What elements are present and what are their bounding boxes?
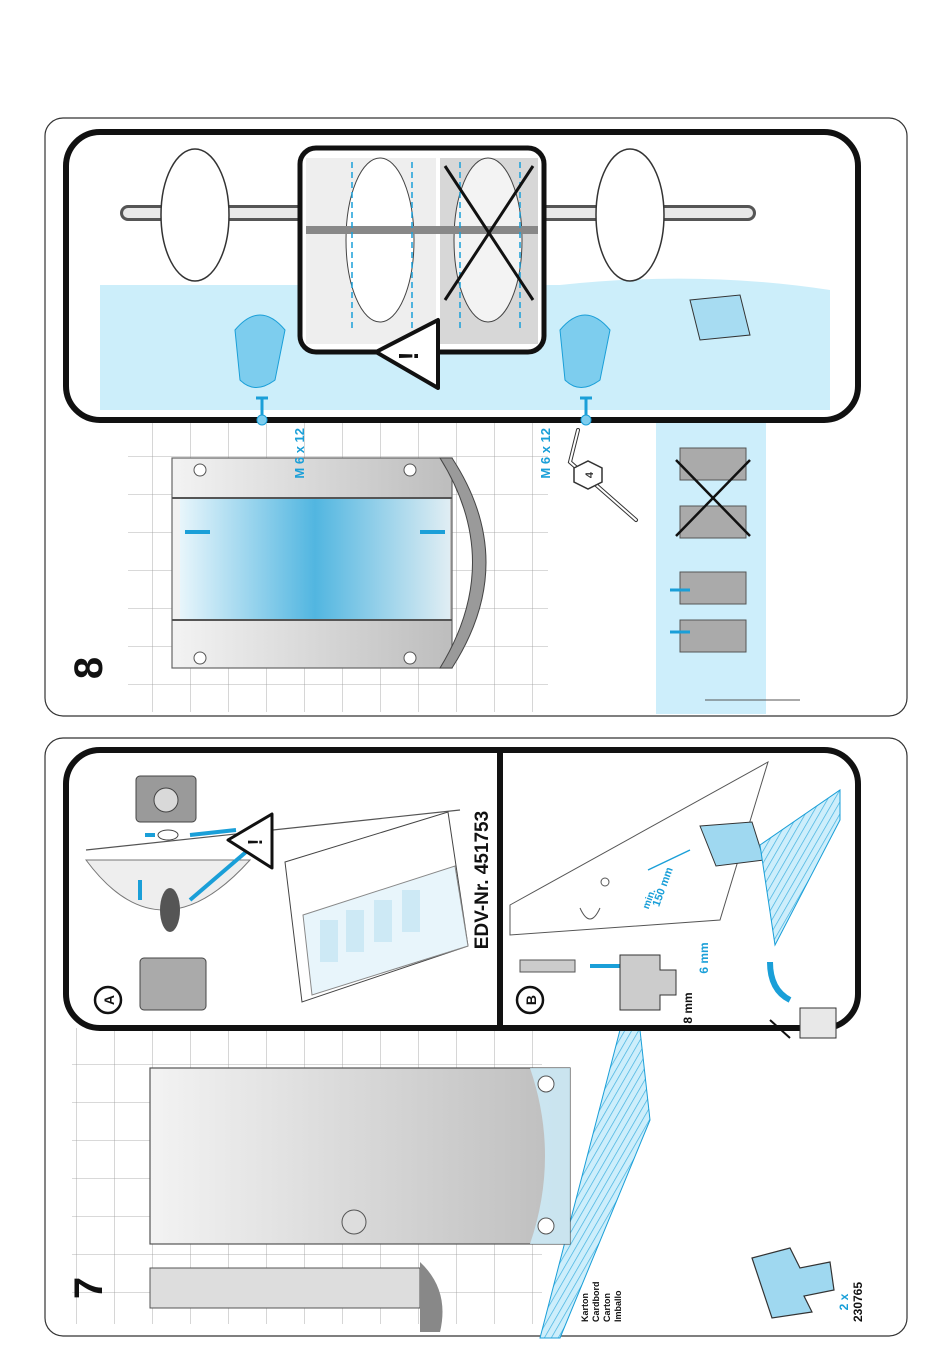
carton-label-en: Cardbord	[591, 1282, 601, 1323]
svg-text:4: 4	[584, 471, 596, 478]
step-8-inset-detail	[300, 148, 544, 352]
step-8-number: 8	[67, 657, 111, 679]
badge-a: A	[95, 987, 121, 1013]
svg-text:!: !	[245, 839, 267, 846]
clip-part-no: 230765	[851, 1282, 865, 1322]
dim-8mm: 8 mm	[681, 992, 695, 1023]
svg-text:!: !	[393, 351, 424, 360]
step-8-shower-enclosure	[172, 458, 486, 668]
step-8-panel: ! M 6 x 12 M 6 x 12 4	[45, 118, 907, 716]
carton-label-it: Imballo	[613, 1290, 623, 1322]
step-7-panel: Karton Cardbord Carton Imballo 2 x 23076…	[45, 738, 907, 1338]
screw-label-2: M 6 x 12	[538, 428, 553, 479]
step-7-number: 7	[67, 1277, 111, 1299]
carton-label-fr: Carton	[602, 1293, 612, 1322]
carton-label-de: Karton	[580, 1293, 590, 1322]
edv-number: EDV-Nr. 451753	[472, 811, 493, 949]
svg-text:B: B	[523, 995, 539, 1005]
dim-6mm: 6 mm	[697, 942, 711, 973]
screw-label-1: M 6 x 12	[292, 428, 307, 479]
badge-b: B	[517, 987, 543, 1013]
clip-qty: 2 x	[837, 1293, 851, 1310]
svg-text:A: A	[101, 995, 117, 1005]
